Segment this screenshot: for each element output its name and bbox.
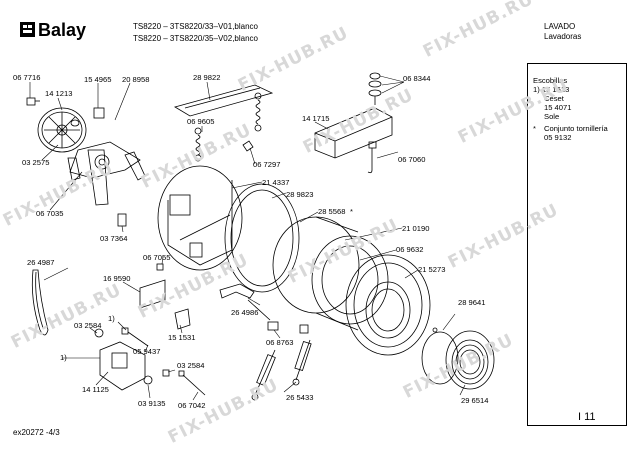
capacitor-bracket (139, 279, 166, 309)
spring (194, 127, 202, 162)
clip (242, 140, 254, 152)
part-marker: 1) (60, 353, 67, 362)
legend-line: 1) 15 1613 (533, 85, 570, 94)
part-label: 26 4986 (231, 308, 259, 317)
part-label: 15 1531 (168, 333, 196, 342)
shock-absorber (251, 349, 276, 401)
legend-line: Ceset (544, 94, 564, 103)
connector (299, 324, 309, 334)
part-label: 14 1125 (82, 385, 109, 394)
part-label: 14 1213 (45, 89, 73, 98)
legend-line: * (533, 124, 536, 133)
part-label: 06 7716 (13, 73, 41, 82)
part-label: 16 9590 (103, 274, 131, 283)
part-label: 26 4987 (27, 258, 55, 267)
spring (254, 92, 262, 132)
model-line-1: TS8220 – 3TS8220/33–V01,blanco (133, 22, 258, 31)
brand-logo-text: Balay (38, 20, 86, 40)
part-label: 03 7364 (100, 234, 128, 243)
legend-box (527, 63, 627, 426)
part-label: 29 6514 (461, 396, 489, 405)
nut (143, 375, 153, 385)
support-bracket (314, 107, 393, 159)
part-label: 03 9135 (138, 399, 166, 408)
document-code: ex20272 -4/3 (13, 428, 60, 437)
connector (267, 321, 279, 331)
part-label-star: * (350, 207, 353, 216)
part-label: 21 0190 (402, 224, 430, 233)
model-line-2: TS8220 – 3TS8220/35–V02,blanco (133, 34, 258, 43)
bolt-stack (368, 72, 382, 105)
nut (70, 119, 80, 127)
screw (156, 263, 164, 271)
spring-clip (117, 213, 127, 227)
legend-line: Sole (544, 112, 560, 121)
leader-lines (29, 75, 466, 401)
bolt (178, 370, 206, 396)
part-label: 06 7297 (253, 160, 281, 169)
page-marker: I 11 (578, 411, 596, 423)
part-label: 28 5568 (318, 207, 346, 216)
subcategory-label: Lavadoras (544, 32, 582, 41)
part-label: 14 1715 (302, 114, 330, 123)
brush (121, 327, 149, 347)
part-label: 06 7060 (398, 155, 426, 164)
rear-tub (157, 165, 243, 271)
balay-logo: Balay (20, 20, 86, 40)
bolt (26, 97, 40, 106)
drive-belt (31, 269, 49, 336)
part-label: 28 9823 (286, 190, 314, 199)
door-gasket (445, 330, 495, 390)
drum (272, 216, 389, 331)
part-label: 21 4337 (262, 178, 290, 187)
part-label: 05 9437 (133, 347, 161, 356)
part-label: 28 9822 (193, 73, 221, 82)
pulley-wheel (37, 107, 87, 153)
shock-absorber (292, 339, 312, 386)
motor (99, 341, 146, 391)
clip (174, 308, 191, 330)
part-marker: 1) (108, 314, 115, 323)
part-label: 03 2584 (74, 321, 102, 330)
legend-line: Conjunto tornillería (544, 124, 608, 133)
category-label: LAVADO (544, 22, 576, 31)
legend-line: 15 4071 (544, 103, 572, 112)
part-label: 26 5433 (286, 393, 314, 402)
tub-gasket-ring (224, 183, 300, 293)
part-label: 20 8958 (122, 75, 150, 84)
part-label: 06 9605 (187, 117, 215, 126)
clip (93, 107, 105, 119)
part-label: 06 9632 (396, 245, 424, 254)
part-label: 28 9641 (458, 298, 486, 307)
part-label: 06 8763 (266, 338, 294, 347)
nut (94, 328, 104, 338)
cross-bar (173, 84, 274, 117)
part-label: 03 2575 (22, 158, 50, 167)
legend-line: Escobillas (533, 76, 568, 85)
clamp-wire (421, 327, 459, 385)
drum-cross (67, 141, 146, 206)
legend-line: 05 9132 (544, 133, 572, 142)
part-label: 15 4965 (84, 75, 112, 84)
part-label: 06 8344 (403, 74, 431, 83)
part-label: 06 7042 (178, 401, 206, 410)
part-label: 21 5273 (418, 265, 446, 274)
front-tub (345, 254, 431, 356)
part-label: 06 7035 (36, 209, 64, 218)
part-label: 06 7055 (143, 253, 171, 262)
part-label: 03 2584 (177, 361, 205, 370)
heater (219, 283, 271, 321)
hook-bolt (367, 141, 377, 174)
screw (162, 369, 170, 377)
